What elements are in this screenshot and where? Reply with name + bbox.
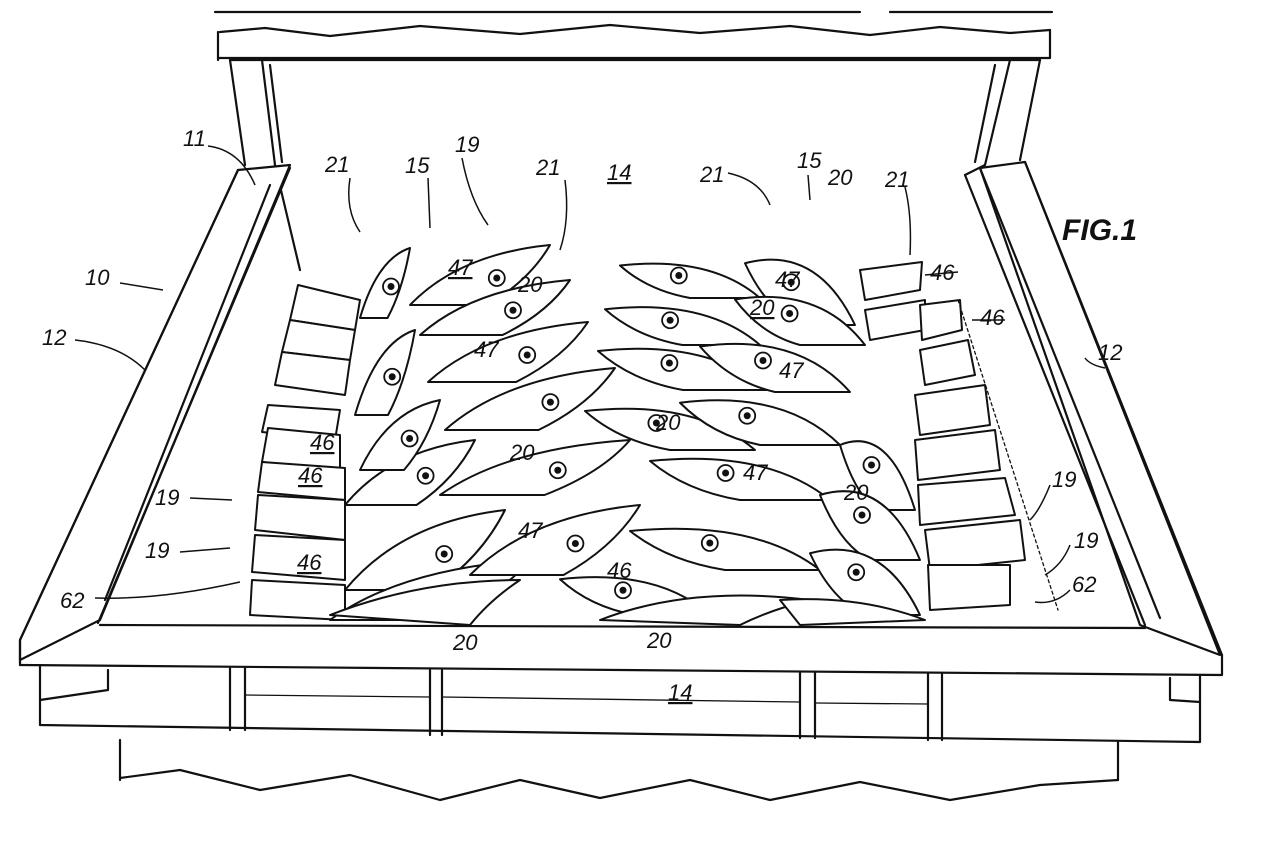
blade-bolt-center <box>523 351 531 359</box>
blade-bolt-center <box>440 550 448 558</box>
blade-bolt-center <box>554 466 562 474</box>
label-20-c: 20 <box>749 295 775 320</box>
front-blades <box>329 579 926 626</box>
blade-bolt-center <box>509 306 517 314</box>
blade-bolt-center <box>665 359 673 367</box>
blade-bolt-center <box>743 412 751 420</box>
label-46-f: 46 <box>607 558 632 583</box>
blade-bolt-center <box>787 278 795 286</box>
label-14-bottom: 14 <box>668 680 692 705</box>
label-20-bottom-a: 20 <box>452 630 478 655</box>
rotor-blade <box>427 321 589 383</box>
blade-bolt-center <box>759 357 767 364</box>
rotor-blade <box>444 367 616 431</box>
label-47-a: 47 <box>448 255 473 280</box>
rotor-blades <box>329 244 921 621</box>
label-47-f: 47 <box>518 518 543 543</box>
blade-bolt-center <box>388 373 396 381</box>
blade-bolt-center <box>406 435 414 442</box>
label-47-e: 47 <box>743 460 768 485</box>
label-14-top: 14 <box>607 160 631 185</box>
blade-bolt-center <box>722 469 730 477</box>
rotor-blade <box>649 457 831 501</box>
label-47-d: 47 <box>779 358 804 383</box>
label-19-left-b: 19 <box>145 538 169 563</box>
blade-bolt-center <box>546 398 554 406</box>
label-19-right-b: 19 <box>1074 528 1098 553</box>
label-20-bottom-b: 20 <box>646 628 672 653</box>
label-19-right-a: 19 <box>1052 467 1076 492</box>
left-anvil-teeth <box>249 284 361 621</box>
label-46-e: 46 <box>297 550 322 575</box>
label-21-b: 21 <box>535 155 560 180</box>
back-wall <box>216 28 1052 272</box>
label-12-left: 12 <box>42 325 66 350</box>
label-20-b: 20 <box>517 272 543 297</box>
blade-bolt-center <box>387 283 395 290</box>
rotor-blade <box>344 439 476 506</box>
label-46-c: 46 <box>310 430 335 455</box>
label-15-b: 15 <box>797 148 822 173</box>
rotor-blade <box>439 439 631 496</box>
blade-bolt-center <box>571 540 579 547</box>
blade-bolt-center <box>619 586 627 594</box>
blade-bolt-center <box>666 316 674 324</box>
reference-labels: 11 10 12 12 14 14 15 15 19 19 19 19 19 2… <box>42 126 1122 705</box>
label-20-d: 20 <box>655 410 681 435</box>
label-12-right: 12 <box>1098 340 1122 365</box>
rotor-blade <box>819 490 921 561</box>
blade-bolt-center <box>675 272 683 279</box>
label-21-d: 21 <box>884 167 909 192</box>
blade-bolt-center <box>652 419 660 427</box>
top-break-lines <box>213 10 1054 38</box>
blade-bolt-center <box>786 310 794 317</box>
rotor-blade <box>469 504 641 576</box>
blade-bolt-center <box>493 274 501 282</box>
label-15-a: 15 <box>405 153 430 178</box>
label-62-left: 62 <box>60 588 84 613</box>
label-21-a: 21 <box>324 152 349 177</box>
box-frame <box>18 160 1224 802</box>
rotor-blade <box>359 399 441 471</box>
label-21-c: 21 <box>699 162 724 187</box>
blade-bolt-center <box>706 539 714 547</box>
label-47-b: 47 <box>775 267 800 292</box>
rotor-blade <box>734 295 866 346</box>
figure-title: FIG.1 <box>1062 214 1137 247</box>
label-46-b: 46 <box>980 305 1005 330</box>
rotor-blade <box>699 342 851 393</box>
blade-bolt-center <box>422 472 430 480</box>
label-46-d: 46 <box>298 463 323 488</box>
label-19-left-a: 19 <box>155 485 179 510</box>
leader-lines <box>74 145 1106 604</box>
blade-bolt-center <box>858 511 866 519</box>
rotor-blade <box>604 306 761 346</box>
rotor-blade <box>619 262 761 299</box>
rotor-blade <box>629 527 821 571</box>
label-19-top: 19 <box>455 132 479 157</box>
label-11: 11 <box>183 126 206 151</box>
blade-bolt-center <box>868 461 875 469</box>
label-46-a: 46 <box>930 260 955 285</box>
right-anvil-teeth <box>859 261 1059 611</box>
rotor-blade <box>679 399 841 446</box>
label-20-a: 20 <box>827 165 853 190</box>
label-20-e: 20 <box>509 440 535 465</box>
label-62-right: 62 <box>1072 572 1096 597</box>
blade-bolt-center <box>852 568 860 576</box>
rotor-blade <box>419 279 571 336</box>
label-10: 10 <box>85 265 110 290</box>
label-47-c: 47 <box>474 337 499 362</box>
label-20-f: 20 <box>843 480 869 505</box>
